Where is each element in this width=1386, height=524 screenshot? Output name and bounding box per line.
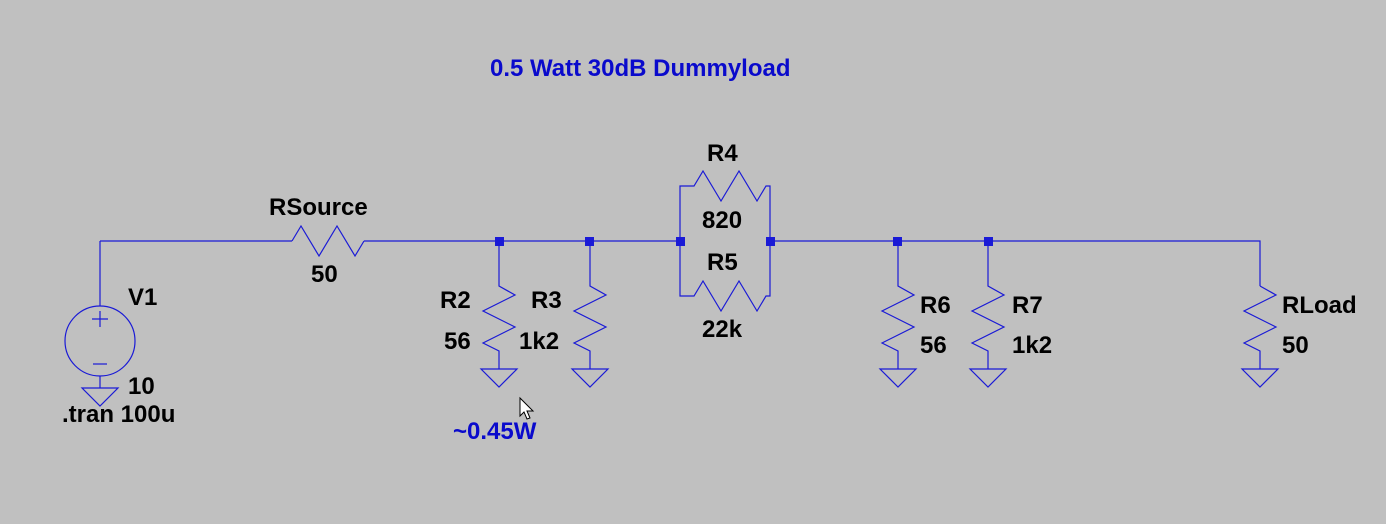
r3-symbol xyxy=(572,241,608,369)
ground-icon xyxy=(1240,368,1280,388)
r5-name[interactable]: R5 xyxy=(707,249,738,276)
r2-name[interactable]: R2 xyxy=(440,287,471,314)
rload-name[interactable]: RLoad xyxy=(1282,292,1357,319)
r4-symbol xyxy=(679,169,771,241)
junction-dot xyxy=(766,237,775,246)
r6-value[interactable]: 56 xyxy=(920,332,947,359)
wire-main-right xyxy=(770,240,1261,286)
rload-symbol xyxy=(1242,285,1278,369)
mouse-pointer-icon xyxy=(519,396,535,420)
rsource-symbol xyxy=(291,224,365,258)
ground-icon xyxy=(479,368,519,388)
r7-value[interactable]: 1k2 xyxy=(1012,332,1053,359)
ground-icon xyxy=(878,368,918,388)
r4-name[interactable]: R4 xyxy=(707,140,738,167)
r4-value[interactable]: 820 xyxy=(702,207,743,234)
r3-name[interactable]: R3 xyxy=(531,287,562,314)
r6-symbol xyxy=(880,241,916,369)
junction-dot xyxy=(585,237,594,246)
r2-value[interactable]: 56 xyxy=(444,328,471,355)
v1-value[interactable]: 10 xyxy=(128,373,155,400)
rload-value[interactable]: 50 xyxy=(1282,332,1309,359)
r7-name[interactable]: R7 xyxy=(1012,292,1043,319)
r5-value[interactable]: 22k xyxy=(702,316,743,343)
schematic-title: 0.5 Watt 30dB Dummyload xyxy=(490,55,791,82)
r5-symbol xyxy=(679,241,771,313)
v1-name[interactable]: V1 xyxy=(128,284,158,311)
r2-symbol xyxy=(481,241,517,369)
r7-symbol xyxy=(970,241,1006,369)
junction-dot xyxy=(893,237,902,246)
ground-icon xyxy=(968,368,1008,388)
r6-name[interactable]: R6 xyxy=(920,292,951,319)
ground-icon xyxy=(80,387,120,407)
rsource-value[interactable]: 50 xyxy=(311,261,338,288)
rsource-name[interactable]: RSource xyxy=(269,194,368,221)
ground-icon xyxy=(570,368,610,388)
junction-dot xyxy=(984,237,993,246)
junction-dot xyxy=(676,237,685,246)
junction-dot xyxy=(495,237,504,246)
power-annotation[interactable]: ~0.45W xyxy=(453,418,537,445)
tran-directive[interactable]: .tran 100u xyxy=(62,401,176,428)
voltage-source-icon xyxy=(64,305,136,388)
r3-value[interactable]: 1k2 xyxy=(519,328,560,355)
